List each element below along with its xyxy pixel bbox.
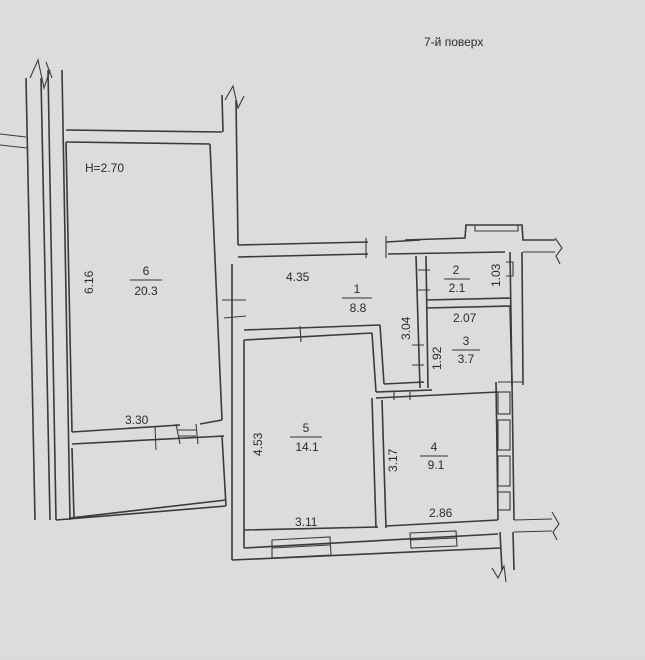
room-5-area: 14.1 — [295, 440, 319, 454]
floor-title: 7-й поверх — [424, 35, 483, 49]
dim-room5-height: 4.53 — [251, 432, 265, 456]
room-4-number: 4 — [431, 440, 438, 454]
room-1-number: 1 — [354, 282, 361, 296]
room-2-number: 2 — [453, 263, 460, 277]
room-6-area: 20.3 — [134, 284, 158, 298]
ceiling-height: H=2.70 — [85, 161, 124, 175]
dim-room4-width: 2.86 — [429, 506, 453, 520]
interior-walls — [65, 141, 513, 531]
room-1-area: 8.8 — [350, 301, 367, 315]
room-2-area: 2.1 — [449, 281, 466, 295]
room-6-number: 6 — [143, 264, 150, 278]
dim-room5-width: 3.11 — [295, 515, 318, 529]
dim-room2-height: 1.03 — [489, 263, 503, 287]
dim-room6-height: 6.16 — [82, 270, 96, 294]
dim-room4-height: 3.17 — [386, 448, 400, 472]
dim-room3-width: 2.07 — [453, 311, 477, 325]
room-4-area: 9.1 — [428, 458, 445, 472]
dim-room6-width: 3.30 — [125, 413, 149, 427]
dim-room1-height: 3.04 — [399, 316, 413, 340]
room-5-number: 5 — [303, 421, 310, 435]
dim-room3-height: 1.92 — [430, 346, 444, 370]
room-3-area: 3.7 — [458, 352, 475, 366]
labels: H=2.70 6 20.3 6.16 3.30 4.35 1 8.8 3.04 … — [82, 161, 503, 529]
outer-walls — [0, 58, 563, 583]
room-3-number: 3 — [463, 334, 470, 348]
dim-tick — [154, 426, 157, 451]
dim-room1-width: 4.35 — [286, 270, 310, 284]
